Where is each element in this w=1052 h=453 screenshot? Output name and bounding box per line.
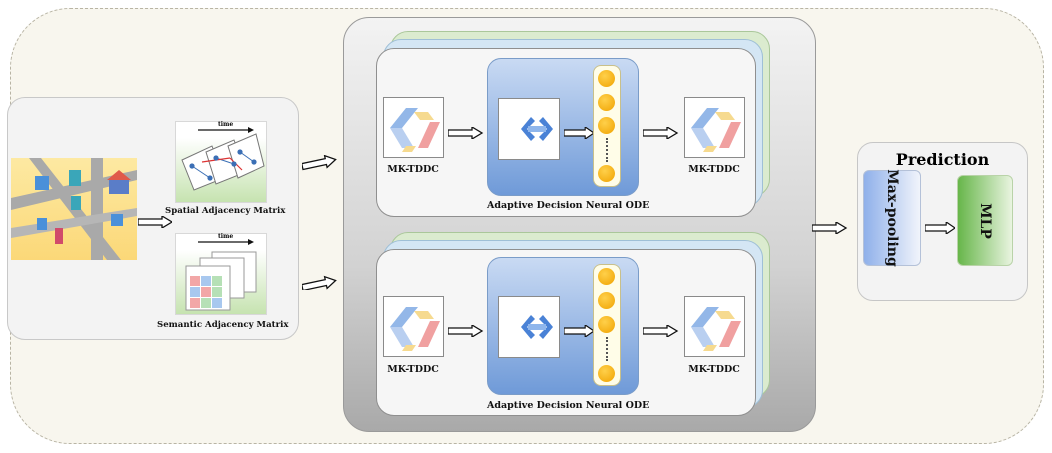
hollow-arrow-icon: [924, 219, 956, 235]
max-pooling-label: Max-pooling: [884, 169, 900, 267]
spatial-adjacency-label: Spatial Adjacency Matrix: [165, 206, 286, 216]
neuron-dot: [598, 365, 615, 382]
ellipsis-dots: [606, 337, 610, 361]
mk-tddc-icon: [684, 296, 745, 357]
neuron-dot: [598, 268, 615, 285]
branch-1-ode-label: Adaptive Decision Neural ODE: [487, 200, 650, 211]
neuron-dot: [598, 165, 615, 182]
time-label: time: [218, 121, 234, 128]
branch-1-left-label: MK-TDDC: [387, 164, 439, 175]
prediction-title: Prediction: [895, 150, 990, 169]
hollow-arrow-icon: [563, 124, 595, 140]
neuron-dot: [598, 117, 615, 134]
time-label-2: time: [218, 233, 234, 240]
neuron-dot: [598, 94, 615, 111]
hollow-arrow-icon: [447, 322, 484, 338]
branch-1-right-label: MK-TDDC: [688, 164, 740, 175]
branch-2-ode-label: Adaptive Decision Neural ODE: [487, 400, 650, 411]
neural-ode-icon: [498, 98, 560, 160]
spatial-graph-icon: [175, 121, 267, 203]
hollow-arrow-icon: [642, 124, 679, 140]
neural-ode-icon: [498, 296, 560, 358]
branch-2-left-label: MK-TDDC: [387, 364, 439, 375]
neuron-dot: [598, 70, 615, 87]
max-pooling-block: Max-pooling: [863, 169, 921, 267]
semantic-adjacency-label: Semantic Adjacency Matrix: [157, 320, 289, 330]
mlp-block: MLP: [957, 175, 1013, 266]
hollow-arrow-icon: [642, 322, 679, 338]
arrow-to-branch-1: [300, 152, 338, 174]
hollow-arrow-icon: [811, 219, 848, 235]
semantic-cubes-icon: [175, 233, 267, 315]
mk-tddc-icon: [684, 97, 745, 158]
neuron-dot: [598, 316, 615, 333]
mk-tddc-icon: [383, 97, 444, 158]
hollow-arrow-icon: [563, 322, 595, 338]
hollow-arrow-icon: [447, 124, 484, 140]
arrow-to-branch-2: [300, 273, 338, 295]
branch-2-right-label: MK-TDDC: [688, 364, 740, 375]
mk-tddc-icon: [383, 296, 444, 357]
neuron-dot: [598, 292, 615, 309]
mlp-label: MLP: [977, 202, 993, 239]
city-map-icon: [11, 158, 137, 260]
ellipsis-dots: [606, 138, 610, 162]
